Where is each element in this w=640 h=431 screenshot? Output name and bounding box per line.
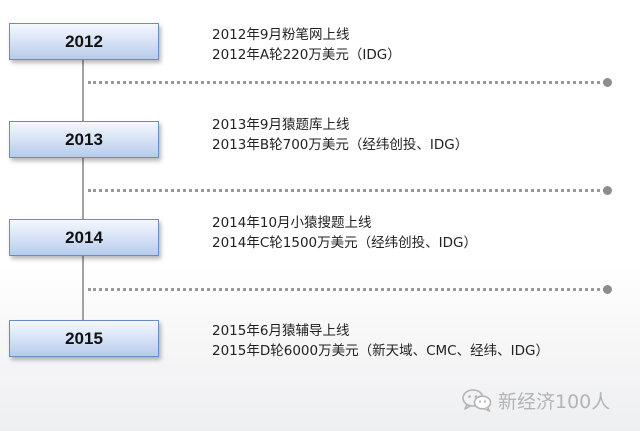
- year-box-2015: 2015: [9, 320, 159, 357]
- watermark-text: 新经济100人: [498, 390, 611, 413]
- milestone-2012-funding: 2012年A轮220万美元（IDG）: [212, 47, 401, 63]
- milestone-2014-funding: 2014年C轮1500万美元（经纬创投、IDG）: [212, 235, 477, 251]
- milestone-2013-launch: 2013年9月猿题库上线: [212, 117, 350, 133]
- year-box-2013: 2013: [9, 121, 159, 158]
- milestone-2014: 2014年10月小猿搜题上线 2014年C轮1500万美元（经纬创投、IDG）: [212, 213, 477, 253]
- dotted-separator-2: [88, 189, 606, 192]
- milestone-2014-launch: 2014年10月小猿搜题上线: [212, 215, 372, 231]
- separator-end-dot-3: [603, 285, 612, 294]
- dotted-separator-1: [88, 81, 606, 84]
- timeline-spine: [82, 50, 84, 340]
- separator-end-dot-2: [603, 186, 612, 195]
- year-box-2014: 2014: [9, 219, 159, 256]
- milestone-2013: 2013年9月猿题库上线 2013年B轮700万美元（经纬创投、IDG）: [212, 115, 468, 155]
- milestone-2015-funding: 2015年D轮6000万美元（新天域、CMC、经纬、IDG）: [212, 343, 549, 359]
- milestone-2012-launch: 2012年9月粉笔网上线: [212, 27, 350, 43]
- milestone-2015-launch: 2015年6月猿辅导上线: [212, 323, 350, 339]
- year-box-2012: 2012: [9, 23, 159, 60]
- separator-end-dot-1: [603, 78, 612, 87]
- watermark: 新经济100人: [462, 387, 610, 413]
- milestone-2015: 2015年6月猿辅导上线 2015年D轮6000万美元（新天域、CMC、经纬、I…: [212, 321, 549, 361]
- dotted-separator-3: [88, 288, 606, 291]
- milestone-2013-funding: 2013年B轮700万美元（经纬创投、IDG）: [212, 137, 469, 153]
- milestone-2012: 2012年9月粉笔网上线 2012年A轮220万美元（IDG）: [212, 25, 401, 65]
- wechat-icon: [462, 389, 492, 412]
